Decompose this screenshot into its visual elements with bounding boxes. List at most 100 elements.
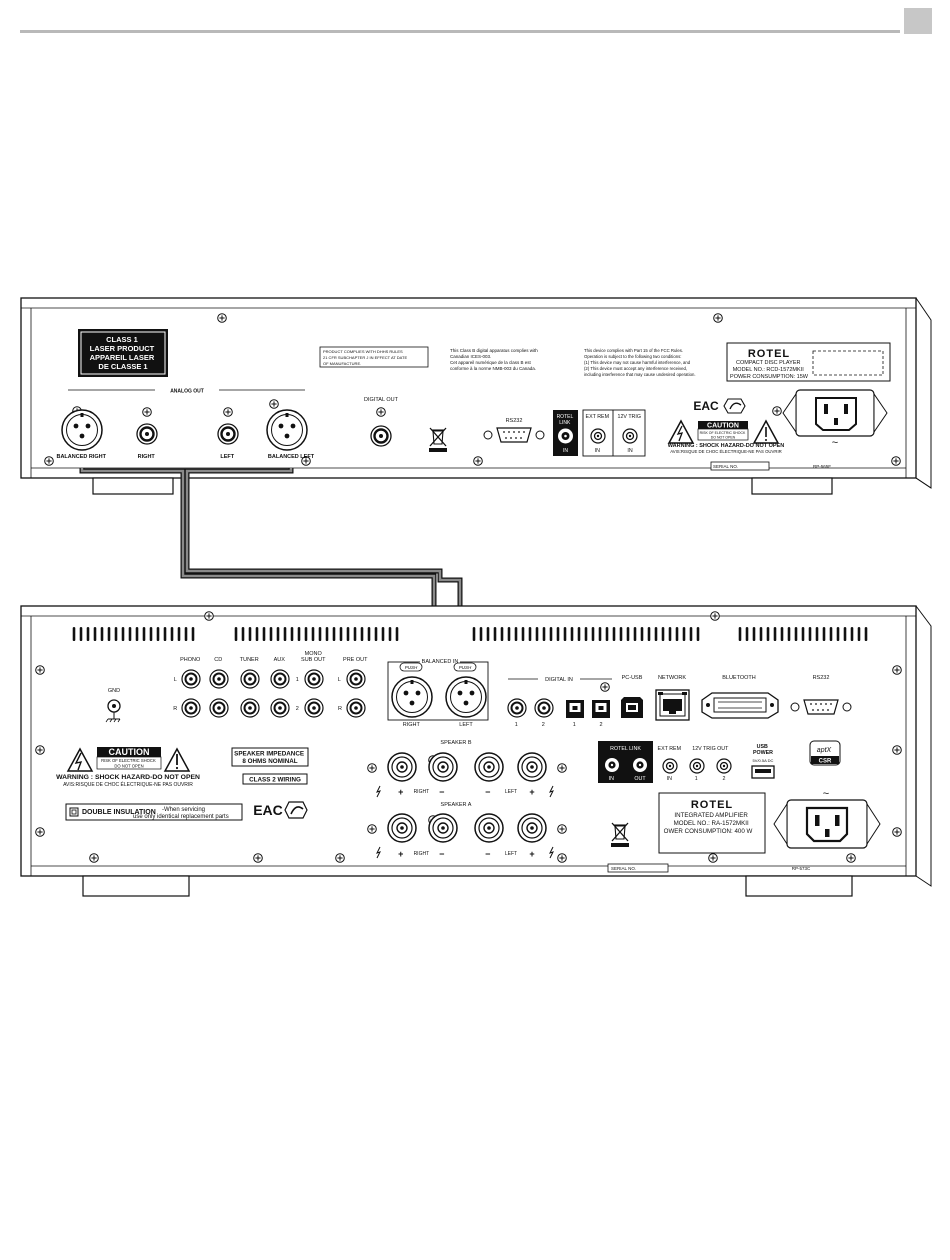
cd-eac-mark: EAC [693, 399, 719, 413]
amp-xlr-balanced-right[interactable] [391, 676, 433, 718]
svg-text:-When servicing use only: -When servicing use only identical repla… [133, 807, 229, 820]
cd-serial-box [710, 461, 770, 471]
amp-ext-rem-label: EXT REM [658, 746, 681, 752]
sub-out-1-jack[interactable] [304, 669, 324, 689]
cd-rotel-link-in[interactable] [558, 428, 573, 444]
coax-in-2-jack[interactable] [534, 698, 554, 718]
network-port[interactable] [655, 689, 690, 721]
class2-wiring-label [242, 773, 308, 785]
phono-l-jack[interactable] [181, 669, 201, 689]
svg-text:ROTEL LINK: ROTEL LINK [610, 746, 641, 752]
cd-rs232-label: RS232 [506, 418, 523, 424]
cd-rs232-port[interactable] [483, 427, 545, 443]
pre-out-r-jack[interactable] [346, 698, 366, 718]
digital-out-label: DIGITAL OUT [364, 397, 399, 403]
usb-power-port[interactable] [751, 765, 775, 779]
cd-shock-warning-icon [668, 420, 694, 444]
svg-text:EXT REM 12V TRIG I: EXT REM 12V TRIG IN IN [586, 414, 643, 454]
svg-text:SERIAL NO.: SERIAL NO. [713, 464, 738, 469]
amp-caution-exclamation-icon [164, 748, 190, 772]
cd-l-jack[interactable] [209, 669, 229, 689]
svg-text:~: ~ [832, 437, 838, 449]
aux-l-jack[interactable] [270, 669, 290, 689]
laser-line-1: CLASS 1 [106, 335, 138, 344]
amp-rotel-link-in[interactable] [605, 758, 619, 772]
cd-digital-out-coax[interactable] [369, 424, 393, 448]
cd-input-label: CD [214, 657, 222, 663]
amp-eac-mark: EAC [253, 802, 283, 818]
amp-chassis [20, 605, 917, 877]
pc-usb-port[interactable] [621, 697, 643, 718]
cd-trig-jack[interactable] [622, 428, 638, 444]
double-insulation-label [65, 803, 243, 821]
amp-warning-text: WARNING : SHOCK HAZARD-DO NOT OPEN [56, 774, 200, 781]
laser-line-3: APPAREIL LASER [90, 353, 155, 362]
aux-r-jack[interactable] [270, 698, 290, 718]
gnd-terminal[interactable] [105, 699, 121, 723]
speaker-b-left-minus[interactable] [474, 752, 504, 782]
speaker-impedance-label [231, 747, 309, 767]
cd-label-right: RIGHT [138, 454, 156, 460]
analog-out-label: ANALOG OUT [170, 389, 204, 395]
speaker-b-right-minus[interactable] [428, 752, 458, 782]
optical-in-2-jack[interactable] [592, 700, 610, 718]
tuner-l-jack[interactable] [240, 669, 260, 689]
amp-rating-plate [658, 792, 766, 854]
cd-ext-rem-jack[interactable] [590, 428, 606, 444]
amp-ext-rem-jack[interactable] [662, 758, 678, 774]
amp-ac-inlet[interactable] [805, 806, 849, 843]
svg-text:CAUTION: CAUTION [109, 747, 150, 757]
tuner-r-jack[interactable] [240, 698, 260, 718]
cd-rating-plate [726, 342, 891, 382]
coax-in-1-jack[interactable] [507, 698, 527, 718]
amp-shock-warning-icon [67, 748, 93, 772]
cd-ac-inlet[interactable] [815, 397, 857, 431]
amp-xlr-balanced-left[interactable] [445, 676, 487, 718]
speaker-b-right-plus[interactable] [387, 752, 417, 782]
amp-rs232-port[interactable] [790, 699, 852, 715]
svg-text:USB POWER: USB POWER [753, 744, 773, 756]
optical-in-1-jack[interactable] [566, 700, 584, 718]
cd-foot-right [751, 477, 833, 495]
svg-text:EXT REM 12V TRIG OUT: EXT REM 12V TRIG OUT IN 1 2 [658, 746, 730, 782]
cd-rca-right[interactable] [135, 422, 159, 446]
svg-text:ROTEL LINK IN: ROTEL LINK IN [557, 414, 575, 454]
svg-text:~: ~ [823, 788, 829, 800]
trig-out-2-jack[interactable] [716, 758, 732, 774]
phono-r-jack[interactable] [181, 698, 201, 718]
sub-out-2-jack[interactable] [304, 698, 324, 718]
cd-xlr-balanced-left[interactable] [266, 409, 308, 451]
gnd-label: GND [108, 688, 120, 694]
network-label: NETWORK [658, 675, 686, 681]
cd-xlr-balanced-right[interactable] [61, 409, 103, 451]
digital-in-label: DIGITAL IN [545, 677, 573, 683]
svg-text:PUSH: PUSH [459, 665, 472, 670]
ices-text: This Class B digital apparatus complies … [450, 348, 539, 371]
svg-text:RISK OF ELECTRIC SHOCK D: RISK OF ELECTRIC SHOCK DO NOT OPEN [700, 431, 747, 440]
cd-avis-text: AVIS:RISQUE DE CHOC ÉLECTRIQUE-NE PAS OU… [670, 449, 782, 454]
speaker-a-right-plus[interactable] [387, 813, 417, 843]
amp-rcm-mark-icon [284, 801, 308, 819]
svg-text:BALANCED RIGHT RIGHT: BALANCED RIGHT RIGHT LEFT BALANCED LEFT [56, 454, 314, 460]
bluetooth-antenna-port[interactable] [701, 692, 779, 719]
speaker-a-left-plus[interactable] [517, 813, 547, 843]
svg-text:IN OUT: IN OUT [609, 776, 647, 782]
svg-text:aptX: aptX [817, 747, 832, 754]
amp-rotel-link-out[interactable] [633, 758, 647, 772]
speaker-a-right-minus[interactable] [428, 813, 458, 843]
pre-out-label: PRE OUT [343, 657, 368, 663]
trig-out-label: 12V TRIG OUT [692, 746, 729, 752]
svg-text:DOUBLE INSULATION: DOUBLE INSULATION [82, 809, 156, 816]
svg-text:+ − − +: + − − + [398, 849, 535, 859]
pre-out-l-jack[interactable] [346, 669, 366, 689]
cd-rca-left[interactable] [216, 422, 240, 446]
header-rule [20, 30, 900, 33]
speaker-a-left-minus[interactable] [474, 813, 504, 843]
rcm-mark-icon [723, 398, 746, 414]
mono-sub-label-2: SUB OUT [301, 657, 326, 663]
speaker-b-left-plus[interactable] [517, 752, 547, 782]
cd-r-jack[interactable] [209, 698, 229, 718]
amp-rs232-label: RS232 [813, 675, 830, 681]
cd-trig-label: 12V TRIG [618, 414, 641, 420]
trig-out-1-jack[interactable] [689, 758, 705, 774]
